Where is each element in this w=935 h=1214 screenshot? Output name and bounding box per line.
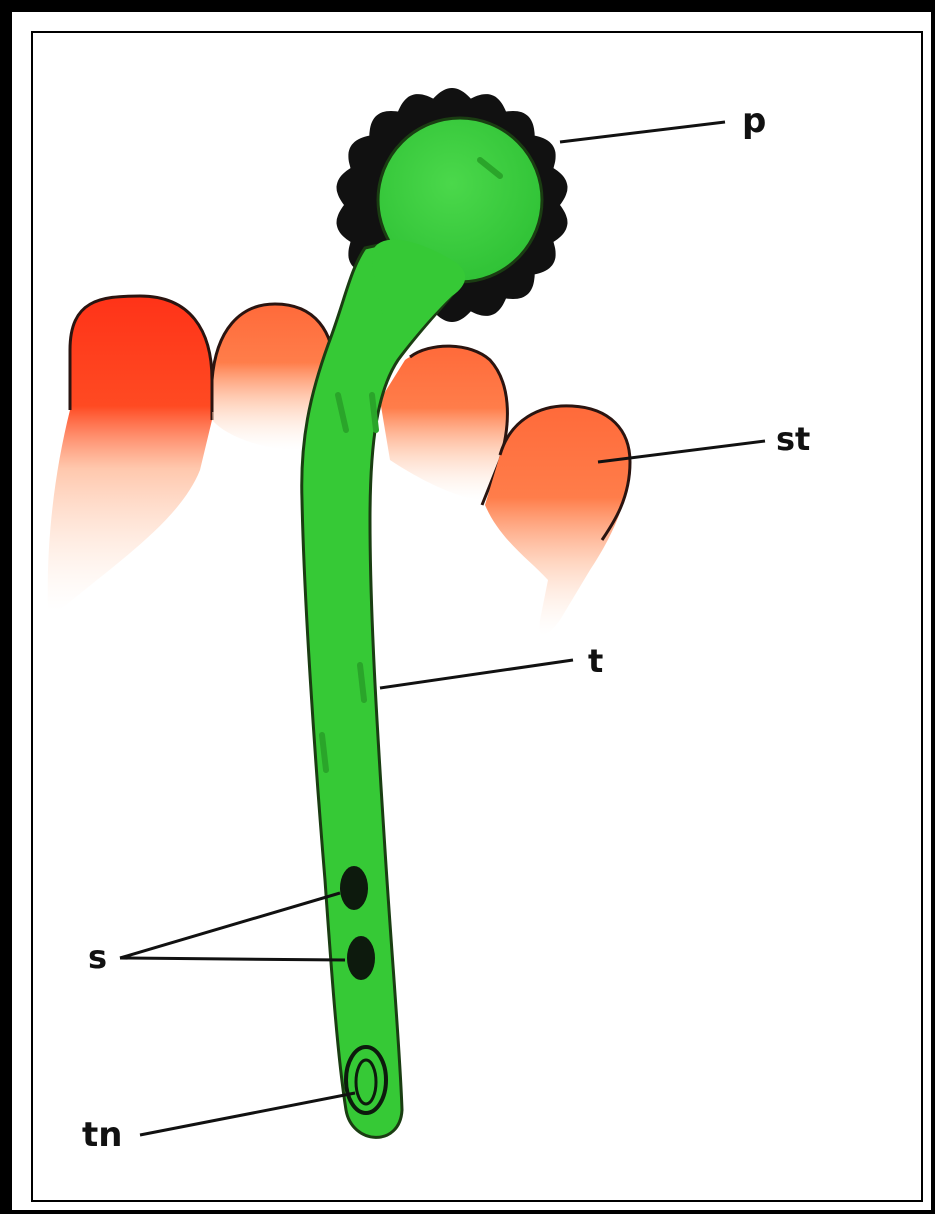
tube-streak-2 — [372, 395, 376, 430]
tube-streak-4 — [322, 735, 326, 770]
leader-tube — [380, 660, 573, 688]
label-tube: t — [588, 642, 603, 680]
leader-sperm-2 — [120, 958, 345, 960]
label-sperm-cells: s — [88, 938, 107, 976]
label-pollen: p — [742, 101, 766, 141]
stigma-papilla-1 — [48, 296, 212, 610]
leader-tube-nucleus — [140, 1093, 355, 1135]
label-tube-nucleus: tn — [82, 1115, 122, 1155]
tube-streak-3 — [360, 665, 364, 700]
sperm-cell-2 — [347, 936, 375, 980]
leader-pollen — [560, 122, 725, 142]
leader-sperm-1 — [120, 893, 340, 958]
label-stigma: st — [776, 420, 810, 458]
sperm-cell-1 — [340, 866, 368, 910]
stigma-papilla-3 — [380, 347, 507, 501]
